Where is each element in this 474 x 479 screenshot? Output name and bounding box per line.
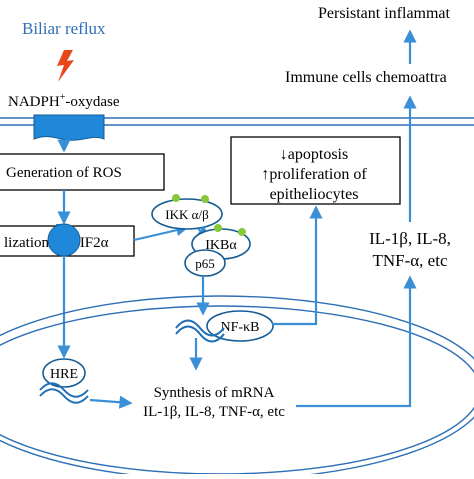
- nadph-oxidase-receptor: [33, 114, 105, 141]
- hre-node: [42, 358, 86, 388]
- p65-label: p65: [195, 256, 215, 271]
- apoptosis-line2: ↑proliferation of: [261, 166, 367, 183]
- trigger-label: Biliar reflux: [22, 19, 106, 38]
- ros-box: [0, 153, 165, 191]
- dna-strand-icon: [39, 382, 89, 404]
- arrow-hre-to-synthesis: [89, 395, 133, 409]
- phosphate-dot-icon: [172, 194, 180, 202]
- arrow-synthesis-to-cytokines: [296, 275, 417, 408]
- hif2a-protein-icon: [47, 223, 81, 257]
- ikk-label: IKK α/β: [165, 207, 209, 222]
- cytokines-line1: IL-1β, IL-8,: [369, 229, 451, 248]
- synthesis-line2: IL-1β, IL-8, TNF-α, etc: [143, 404, 285, 420]
- chemoattraction-label: Immune cells chemoattra: [285, 69, 447, 86]
- apoptosis-box: [230, 136, 401, 205]
- arrow-hif-to-ikk: [133, 224, 189, 241]
- synthesis-line1: Synthesis of mRNA: [154, 385, 275, 401]
- nfkb-label: NF-κB: [221, 320, 260, 335]
- phosphate-dot-icon: [238, 228, 246, 236]
- arrow-nfkb-to-apoptosis: [272, 205, 323, 326]
- cytokines-line2: TNF-α, etc: [373, 251, 448, 270]
- hre-label: HRE: [50, 367, 78, 382]
- lightning-bolt-icon: [57, 50, 74, 82]
- ikba-label: IKBα: [205, 238, 237, 253]
- ros-label: Generation of ROS: [6, 165, 122, 181]
- nucleus-envelope-outer: [0, 295, 474, 479]
- apoptosis-line3: epitheliocytes: [270, 186, 359, 203]
- nfkb-node: [206, 310, 274, 342]
- apoptosis-line1: ↓apoptosis: [280, 146, 348, 163]
- phosphate-dot-icon: [214, 224, 222, 232]
- inflammation-label: Persistant inflammat: [318, 5, 451, 22]
- enzyme-label: NADPH+-oxydase: [8, 92, 120, 110]
- ikk-node: [151, 198, 223, 230]
- dna-strand-icon: [175, 319, 225, 343]
- p65-node: [184, 249, 226, 277]
- phosphate-dot-icon: [201, 195, 209, 203]
